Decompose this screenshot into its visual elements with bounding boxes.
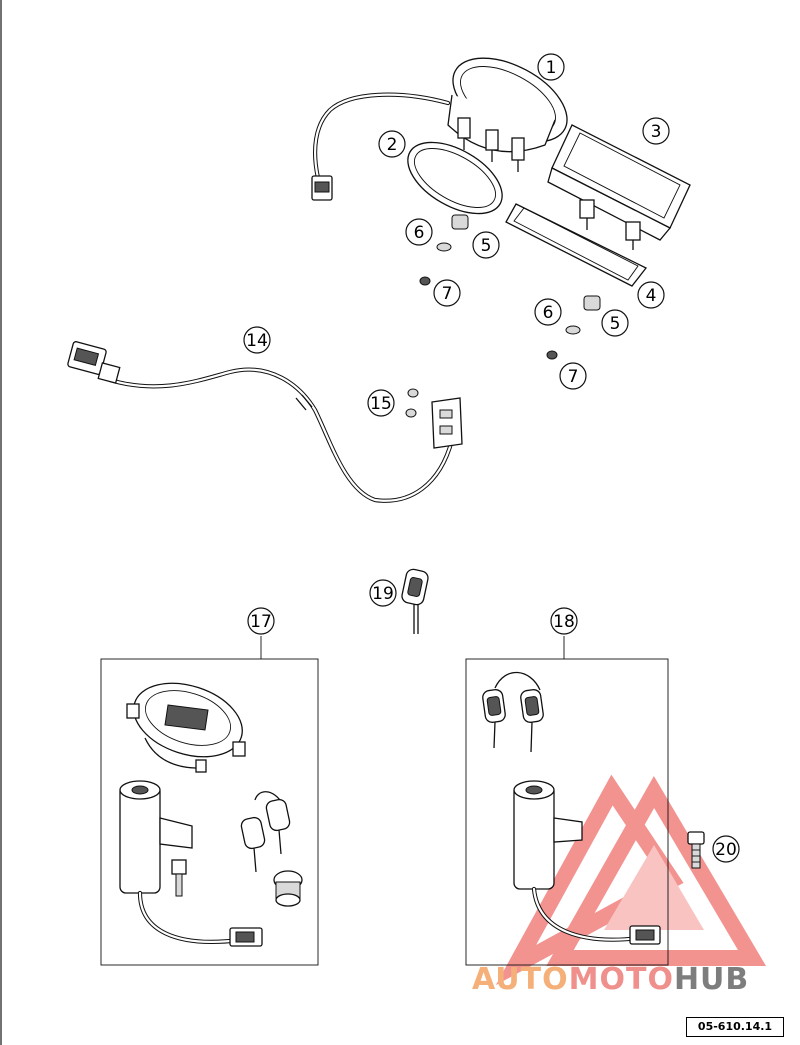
brand-part-moto: MOTO — [568, 962, 674, 997]
svg-text:19: 19 — [372, 584, 394, 604]
ignition-lock-set-18 — [465, 636, 669, 966]
svg-text:20: 20 — [715, 840, 737, 860]
svg-text:7: 7 — [442, 284, 453, 304]
svg-text:15: 15 — [370, 394, 392, 414]
brand-part-hub: HUB — [673, 962, 750, 997]
svg-text:1: 1 — [546, 58, 557, 78]
callout-14: 14 — [243, 326, 271, 354]
callout-15: 15 — [367, 389, 395, 417]
svg-text:2: 2 — [387, 135, 398, 155]
screw-part-20 — [687, 831, 705, 869]
svg-text:7: 7 — [568, 367, 579, 387]
svg-text:14: 14 — [246, 331, 268, 351]
svg-text:4: 4 — [646, 286, 657, 306]
display-unit-part-3 — [547, 124, 691, 250]
fasteners-group — [419, 214, 601, 360]
callout-6: 6 — [405, 218, 433, 246]
ignition-lock-set-17 — [100, 636, 319, 966]
callout-19: 19 — [369, 579, 397, 607]
svg-text:17: 17 — [250, 612, 272, 632]
key-part-19 — [401, 568, 429, 634]
svg-text:6: 6 — [414, 223, 425, 243]
callout-3: 3 — [642, 117, 670, 145]
callout-4: 4 — [637, 281, 665, 309]
callout-5b: 5 — [601, 309, 629, 337]
bracket-part-15 — [405, 388, 463, 449]
gasket-part-4 — [505, 203, 648, 287]
speedometer-part-1 — [311, 57, 568, 201]
callout-17: 17 — [247, 607, 275, 635]
callout-20: 20 — [712, 835, 740, 863]
watermark-logo-icon — [495, 774, 767, 986]
diagram-reference-number: 05-610.14.1 — [686, 1017, 784, 1037]
wiring-harness-part-14 — [67, 341, 455, 503]
svg-text:6: 6 — [543, 303, 554, 323]
svg-text:5: 5 — [610, 314, 621, 334]
callout-2: 2 — [378, 130, 406, 158]
svg-text:18: 18 — [553, 612, 575, 632]
watermark-brand-text: AUTOMOTOHUB — [472, 962, 749, 997]
callout-7: 7 — [433, 279, 461, 307]
gasket-part-2 — [407, 141, 503, 215]
callout-18: 18 — [550, 607, 578, 635]
callout-6b: 6 — [534, 298, 562, 326]
callout-7b: 7 — [559, 362, 587, 390]
brand-part-auto: AUTO — [472, 962, 569, 997]
callout-5: 5 — [472, 231, 500, 259]
callout-1: 1 — [537, 53, 565, 81]
svg-text:5: 5 — [481, 236, 492, 256]
svg-text:3: 3 — [651, 122, 662, 142]
